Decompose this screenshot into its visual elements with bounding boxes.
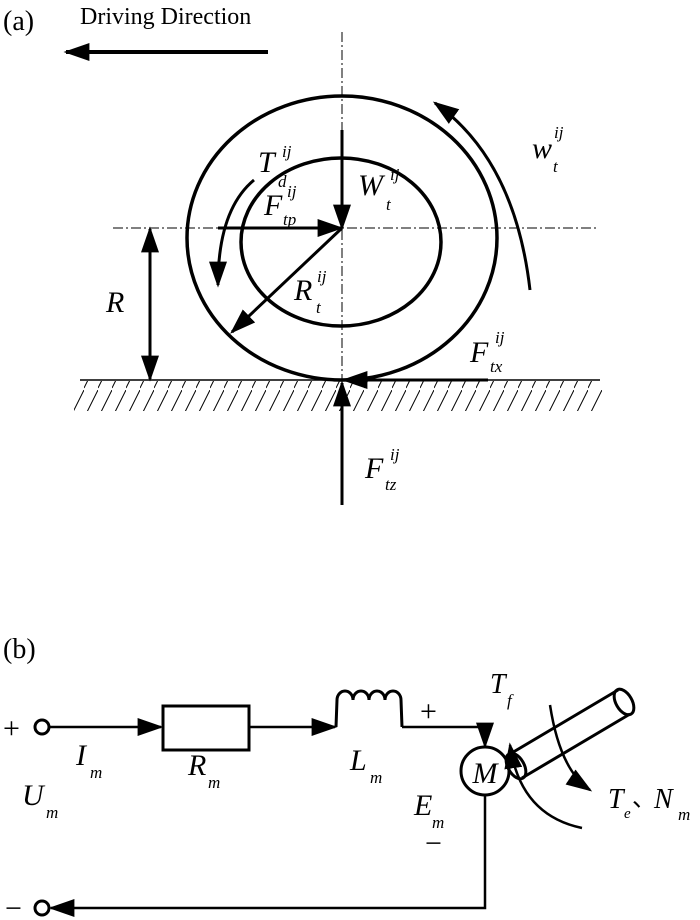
svg-text:m: m (90, 763, 102, 782)
plus-terminal-sign: + (3, 712, 20, 745)
svg-text:F: F (364, 452, 384, 485)
svg-text:m: m (678, 805, 690, 824)
friction-torque-arrow (504, 742, 583, 830)
svg-text:m: m (370, 768, 382, 787)
svg-text:t: t (316, 298, 322, 317)
rolling-radius-label: R ij t (293, 267, 327, 317)
svg-text:ij: ij (282, 142, 292, 161)
radius-label: R (105, 286, 124, 319)
svg-text:tx: tx (490, 357, 503, 376)
current-label: I m (75, 739, 102, 782)
wire-to-motor (402, 722, 494, 749)
panel-a-label: (a) (3, 6, 34, 37)
friction-torque-label: T f (490, 669, 514, 710)
weight-label: W ij t (358, 165, 400, 214)
svg-text:m: m (208, 773, 220, 792)
drive-torque-arc-arrow (209, 178, 255, 288)
svg-text:I: I (75, 739, 88, 772)
svg-text:T: T (608, 784, 626, 815)
svg-text:d: d (278, 172, 287, 191)
panel-a: (a) Driving Direction T ij d w ij (3, 4, 602, 505)
ground-hatching (74, 381, 602, 411)
svg-text:ij: ij (287, 182, 297, 201)
torque-label: T ij d (258, 142, 292, 191)
svg-text:T: T (258, 146, 277, 179)
svg-text:ij: ij (390, 445, 400, 464)
svg-text:F: F (263, 189, 283, 222)
torque-speed-label: T e 、 N m (608, 784, 690, 824)
svg-text:m: m (432, 813, 444, 832)
driving-direction-label: Driving Direction (80, 4, 251, 30)
svg-text:ij: ij (390, 165, 400, 184)
minus-terminal-sign: − (5, 892, 22, 920)
svg-text:ij: ij (495, 328, 505, 347)
vertical-force-label: F ij tz (364, 445, 400, 494)
panel-b: (b) + M − I m R m L m (3, 634, 690, 920)
angular-velocity-label: w ij t (532, 123, 564, 176)
svg-text:W: W (358, 169, 386, 202)
emf-minus-sign: − (425, 827, 442, 860)
svg-text:m: m (46, 803, 58, 822)
electromagnetic-torque-arrow (548, 704, 593, 792)
svg-text:、: 、 (632, 786, 656, 812)
svg-text:R: R (187, 749, 206, 782)
back-emf-label: E m (413, 789, 444, 832)
angular-velocity-arc-arrow (432, 101, 532, 291)
plus-terminal (33, 718, 51, 736)
svg-text:e: e (624, 806, 631, 822)
svg-text:T: T (490, 669, 508, 700)
svg-text:tp: tp (283, 210, 296, 229)
svg-text:L: L (349, 744, 367, 777)
rolling-radius-arrow (230, 226, 344, 334)
resistance-label: R m (187, 749, 220, 792)
svg-text:t: t (553, 157, 559, 176)
panel-b-label: (b) (3, 634, 36, 665)
svg-text:f: f (507, 691, 514, 710)
svg-text:E: E (413, 789, 432, 822)
voltage-label: U m (22, 779, 58, 822)
svg-text:N: N (653, 784, 674, 815)
return-wire (48, 795, 487, 917)
propulsion-force-label: F ij tp (263, 182, 297, 229)
svg-text:t: t (386, 195, 392, 214)
svg-text:w: w (532, 132, 552, 165)
svg-text:R: R (293, 274, 312, 307)
inductance-label: L m (349, 744, 382, 787)
motor-shaft (504, 687, 636, 781)
svg-text:ij: ij (554, 123, 564, 142)
motor-label: M (472, 757, 500, 790)
svg-text:ij: ij (317, 267, 327, 286)
resistor (161, 704, 251, 752)
svg-text:F: F (469, 336, 489, 369)
svg-text:U: U (22, 779, 46, 812)
inductor (334, 689, 404, 728)
svg-text:tz: tz (385, 475, 397, 494)
emf-plus-sign: + (420, 695, 437, 728)
longitudinal-force-label: F ij tx (469, 328, 505, 376)
minus-terminal (33, 899, 51, 917)
